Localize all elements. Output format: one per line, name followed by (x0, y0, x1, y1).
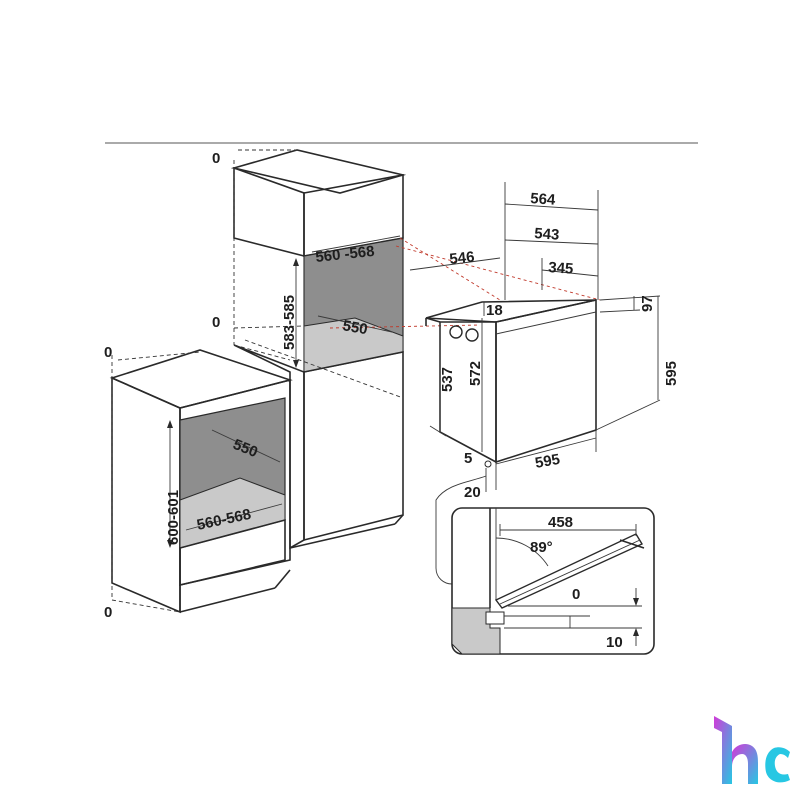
tall-niche-depth: 550 (341, 317, 369, 338)
door-detail-inset (435, 475, 655, 655)
tall-cabinet (230, 149, 601, 550)
tall-top-zero: 0 (212, 150, 220, 167)
oven-gap-20: 20 (464, 484, 481, 501)
door-gap-0: 0 (572, 586, 580, 603)
oven (409, 182, 661, 492)
low-niche-floor (179, 477, 286, 549)
oven-top-offset: 18 (486, 302, 503, 319)
low-cabinet (109, 349, 293, 614)
inset-open-door (494, 533, 644, 609)
oven-body-depth: 543 (534, 225, 560, 244)
oven-gap-5: 5 (464, 450, 472, 467)
oven-panel-height: 97 (639, 295, 656, 312)
low-niche-height: 600-601 (165, 490, 182, 545)
oven-knob-left (449, 325, 463, 339)
door-length: 458 (548, 514, 573, 531)
tall-niche-width: 560 -568 (315, 243, 376, 266)
oven-height-595: 595 (663, 361, 680, 386)
oven-height-537: 537 (439, 367, 456, 392)
oven-knob-right (465, 328, 479, 342)
door-angle: 89° (530, 539, 553, 556)
oven-depth-546: 546 (449, 248, 476, 268)
low-bottom-zero: 0 (104, 604, 112, 621)
oven-width-595: 595 (534, 451, 562, 472)
door-gap-10: 10 (606, 634, 623, 651)
oven-height-572: 572 (467, 361, 484, 386)
tall-niche-height: 583-585 (281, 295, 298, 350)
oven-total-depth: 564 (530, 190, 557, 209)
tall-mid-zero: 0 (212, 314, 220, 331)
hc-logo (714, 716, 790, 784)
low-top-zero: 0 (104, 344, 112, 361)
oven-depth-345: 345 (548, 259, 574, 278)
